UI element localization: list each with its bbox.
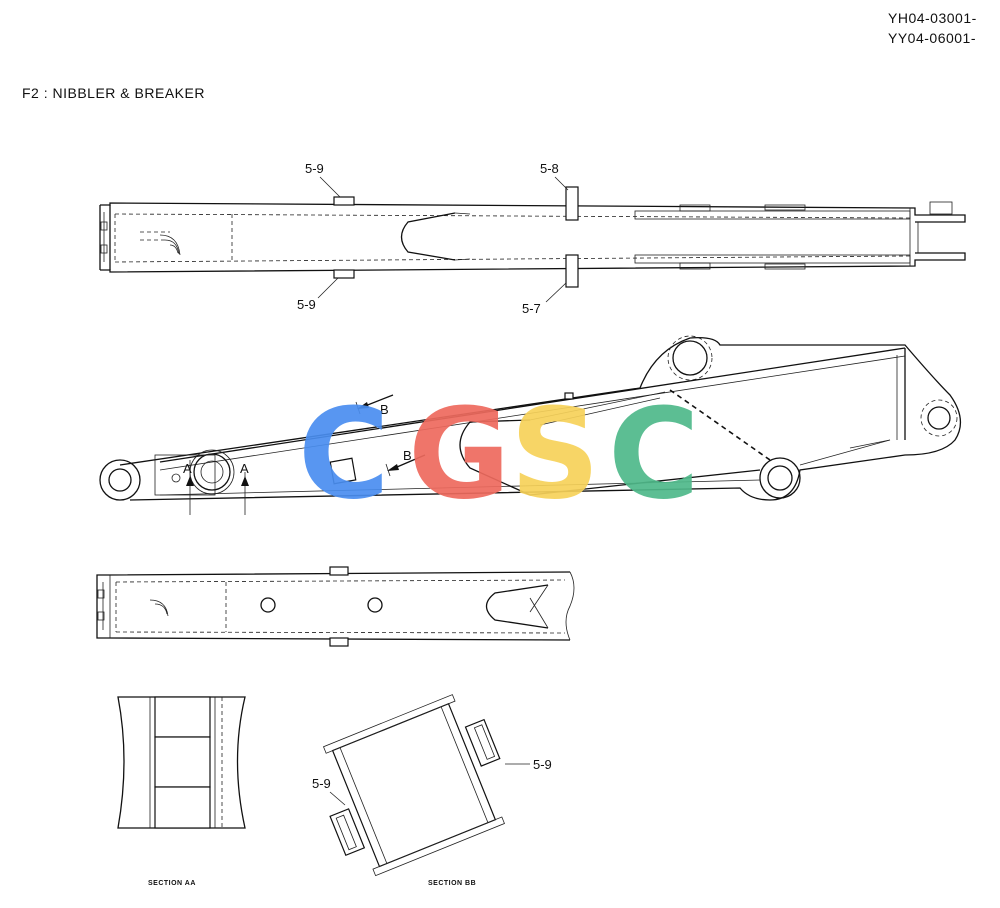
callout-sec-bb-5-9-left: 5-9 — [312, 776, 331, 791]
callout-sec-bb-5-9-right: 5-9 — [533, 757, 552, 772]
section-bb-label: SECTION BB — [428, 880, 476, 887]
section-bb-drawing — [322, 694, 505, 877]
watermark-letter-c1: C — [298, 382, 390, 527]
section-marker-a-left: A — [183, 461, 192, 476]
callout-top-5-8: 5-8 — [540, 161, 559, 176]
boom-side-view — [99, 335, 962, 515]
watermark-letter-s: S — [510, 382, 600, 527]
boom-bottom-view — [96, 566, 575, 647]
callout-top-5-9-b: 5-9 — [297, 297, 316, 312]
section-marker-b-top: B — [380, 402, 389, 417]
section-aa-drawing — [117, 696, 246, 829]
watermark-letter-g: G — [408, 382, 511, 527]
section-aa-label: SECTION AA — [148, 880, 196, 887]
model-code-2: YY04-06001- — [888, 30, 976, 46]
callout-top-5-7: 5-7 — [522, 301, 541, 316]
page-title: F2 : NIBBLER & BREAKER — [22, 85, 205, 101]
cgsc-watermark: C G S C — [298, 382, 700, 527]
watermark-letter-c2: C — [608, 382, 700, 527]
model-code-1: YH04-03001- — [888, 10, 977, 26]
section-marker-a-right: A — [240, 461, 249, 476]
callout-top-5-9-a: 5-9 — [305, 161, 324, 176]
boom-top-view — [99, 186, 966, 288]
section-marker-b-mid: B — [403, 448, 412, 463]
